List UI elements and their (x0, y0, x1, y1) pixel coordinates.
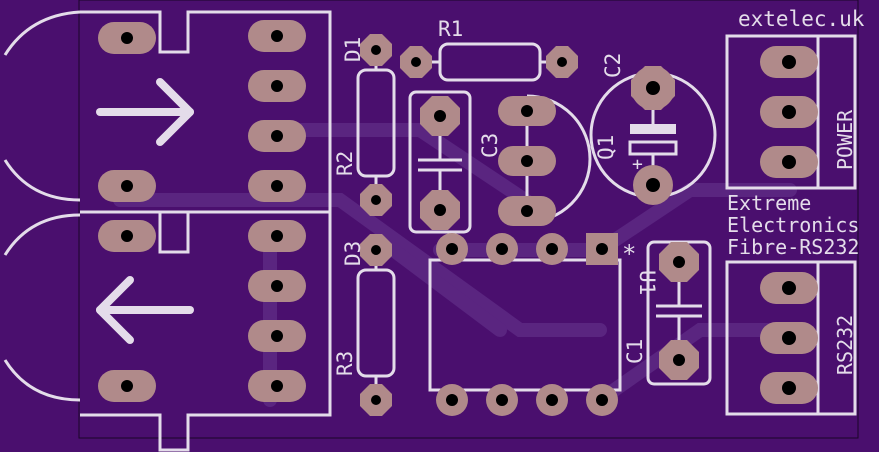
d3-label: D3 (341, 241, 365, 266)
rx-leg-top (3, 213, 81, 256)
rs232-label: RS232 (833, 315, 857, 375)
u1-label: U1 (635, 270, 659, 295)
brand-label: extelec.uk (738, 7, 865, 31)
board-outline (78, 0, 859, 439)
u1-outline (428, 258, 622, 392)
title-line-3: Fibre-RS232 (727, 235, 859, 259)
pads (98, 20, 818, 416)
r3-label: R3 (333, 351, 357, 376)
rx-leg-bottom (3, 359, 81, 402)
power-label: POWER (833, 109, 857, 170)
arrow-right-icon (96, 78, 194, 146)
rx-connector-outline (80, 210, 332, 452)
tx-leg-top (3, 10, 81, 56)
arrow-left-icon (96, 276, 194, 344)
pin1-marker: * (622, 240, 636, 268)
c3-label: C3 (478, 133, 502, 158)
q1-label: Q1 (594, 135, 618, 160)
tx-connector-outline (80, 10, 332, 214)
silk-labels: extelec.uk Extreme Electronics Fibre-RS2… (333, 7, 865, 376)
title-line-1: Extreme (727, 191, 811, 215)
power-connector-outline (725, 34, 857, 190)
drill-holes (121, 30, 796, 406)
title-line-2: Electronics (727, 213, 859, 237)
c2-polarity-mark: + (632, 154, 643, 175)
c1-label: C1 (623, 339, 647, 364)
tx-leg-bottom (3, 159, 81, 202)
c3-outline (408, 90, 472, 234)
r2-label: R2 (333, 151, 357, 176)
rs232-connector-outline (725, 260, 857, 416)
c2-label: C2 (601, 53, 625, 78)
r1-label: R1 (438, 17, 463, 41)
d1-label: D1 (341, 37, 365, 62)
